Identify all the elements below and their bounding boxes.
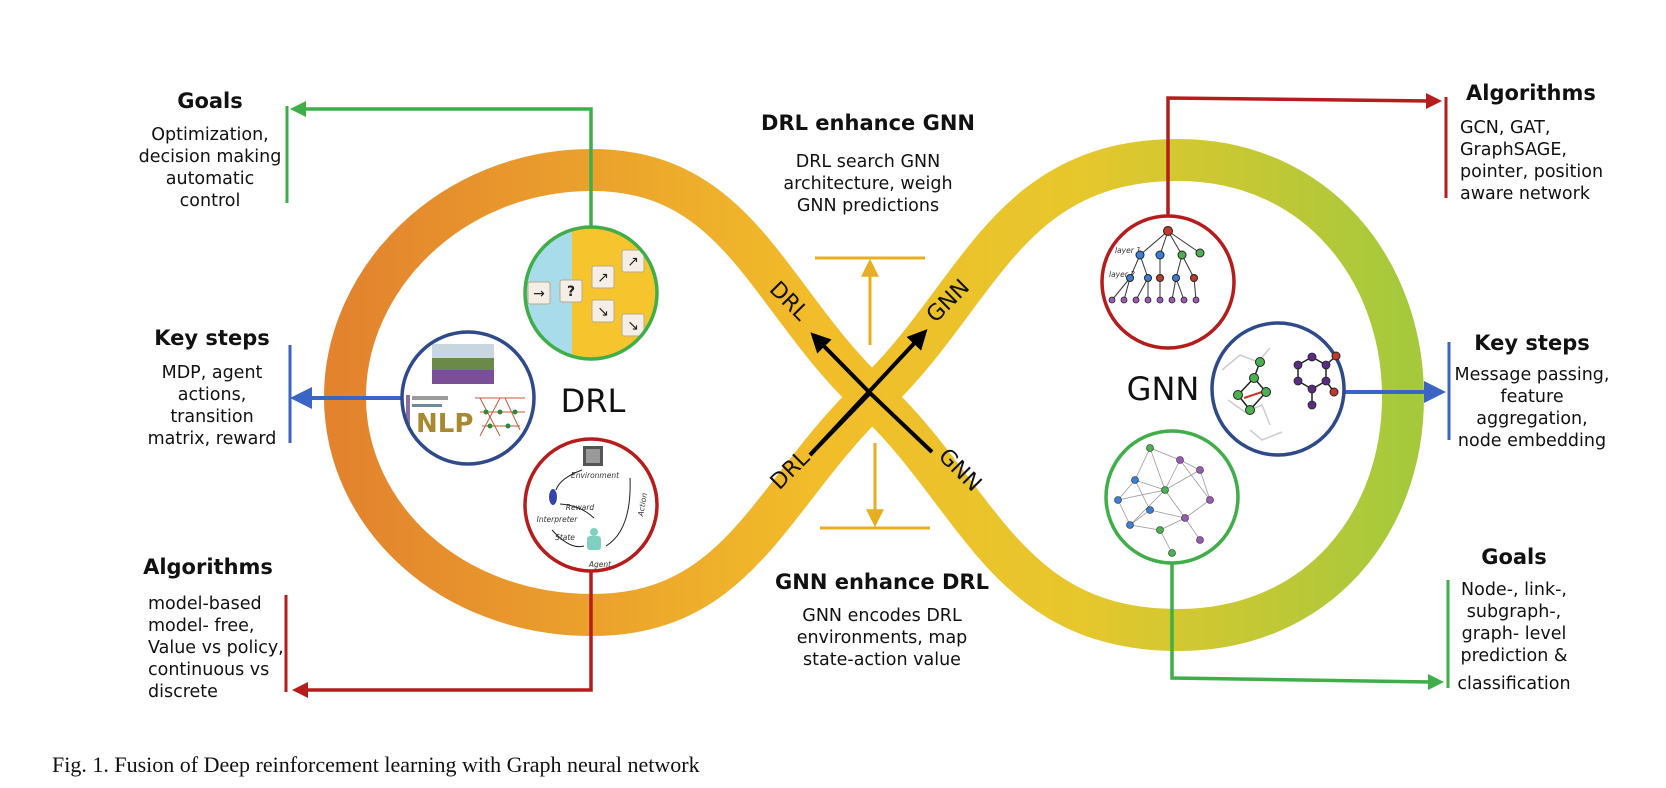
gnn-goals-line-4: prediction & <box>1460 646 1567 666</box>
gnn-algorithms-connector <box>1166 96 1431 216</box>
nlp-word: NLP <box>416 409 473 439</box>
env-label-agent: Agent <box>588 560 612 569</box>
drl-algorithms-line-5: discrete <box>148 682 218 702</box>
center-bottom-line-2: environments, map <box>797 628 968 648</box>
drl-algorithms-connector <box>302 572 593 692</box>
gnn-algorithms-arrowhead <box>1426 93 1442 109</box>
gnn-keysteps-line-1: Message passing, <box>1455 365 1610 385</box>
drl-keysteps-line-4: matrix, reward <box>148 429 277 449</box>
drl-goals-arrowhead <box>290 101 306 117</box>
center-top-line-2: architecture, weigh <box>783 174 952 194</box>
gnn-goals-arrowhead <box>1428 674 1444 690</box>
drl-keysteps-line-3: transition <box>170 407 253 427</box>
gnn-keysteps-line-4: node embedding <box>1458 431 1606 451</box>
drl-algorithms-line-4: continuous vs <box>148 660 269 680</box>
drl-image-nlp-collage: NLP <box>400 330 536 466</box>
env-label-action: Action <box>636 492 649 518</box>
center-top-title: DRL enhance GNN <box>761 111 975 135</box>
drl-goals-line-3: automatic <box>166 169 255 189</box>
drl-goals-title: Goals <box>177 89 243 113</box>
tree-label-layer2: layer 2 <box>1109 270 1135 279</box>
gnn-goals-line-3: graph- level <box>1462 624 1567 644</box>
gnn-keysteps-line-3: aggregation, <box>1476 409 1587 429</box>
gnn-algorithms-line-3: pointer, position <box>1460 162 1603 182</box>
line-drl-lower <box>808 391 872 457</box>
gnn-image-layered-tree: layer 1 layer 2 <box>1100 214 1236 350</box>
svg-text:↗: ↗ <box>627 254 639 270</box>
svg-text:↘: ↘ <box>627 318 639 334</box>
gnn-goals-line-2: subgraph-, <box>1467 602 1561 622</box>
drl-goals-line-4: control <box>180 191 241 211</box>
drl-keysteps-line-1: MDP, agent <box>162 363 263 383</box>
svg-text:↘: ↘ <box>597 304 609 320</box>
figure-caption: Fig. 1. Fusion of Deep reinforcement lea… <box>52 752 700 777</box>
line-gnn-lower <box>868 391 934 454</box>
center-bottom-title: GNN enhance DRL <box>775 570 989 594</box>
drl-keysteps-arrowhead <box>290 387 312 409</box>
env-label-interpreter: Interpreter <box>537 515 579 524</box>
drl-algorithms-line-2: model- free, <box>148 616 254 636</box>
drl-image-rl-loop: Environment Reward Interpreter State Age… <box>523 437 659 573</box>
drl-goals-line-2: decision making <box>139 147 282 167</box>
center-top-line-3: GNN predictions <box>797 196 939 216</box>
tree-label-layer1: layer 1 <box>1115 246 1141 255</box>
gnn-goals-connector <box>1170 563 1433 684</box>
drl-goals-line-1: Optimization, <box>151 125 269 145</box>
center-bottom-line-3: state-action value <box>803 650 961 670</box>
gnn-keysteps-title: Key steps <box>1474 331 1589 355</box>
drl-goals-connector <box>294 107 593 227</box>
arrow-drl-upper <box>810 332 872 395</box>
svg-text:→: → <box>533 286 545 302</box>
env-label-reward: Reward <box>566 503 595 512</box>
drl-image-arrow-blocks: → ? ↗ ↗ ↘ ↘ <box>523 225 659 361</box>
drl-keysteps-line-2: actions, <box>178 385 247 405</box>
gnn-image-network-graph <box>1104 429 1240 565</box>
gnn-algorithms-line-2: GraphSAGE, <box>1460 140 1567 160</box>
gnn-keysteps-arrowhead <box>1424 381 1446 403</box>
svg-text:↗: ↗ <box>597 270 609 286</box>
env-label-environment: Environment <box>571 471 620 480</box>
drl-big-label: DRL <box>561 382 626 420</box>
gnn-algorithms-title: Algorithms <box>1466 81 1596 105</box>
center-top-line-1: DRL search GNN <box>796 152 940 172</box>
drl-algorithms-line-3: Value vs policy, <box>148 638 284 658</box>
center-bottom-line-1: GNN encodes DRL <box>802 606 962 626</box>
gnn-goals-line-1: Node-, link-, <box>1461 580 1567 600</box>
gnn-algorithms-line-1: GCN, GAT, <box>1460 118 1550 138</box>
drl-algorithms-line-1: model-based <box>148 594 262 614</box>
drl-algorithms-title: Algorithms <box>143 555 273 579</box>
drl-algorithms-arrowhead <box>292 682 308 698</box>
gnn-image-message-passing <box>1210 321 1346 457</box>
gnn-goals-title: Goals <box>1481 545 1547 569</box>
gnn-big-label: GNN <box>1127 370 1200 408</box>
gnn-algorithms-line-4: aware network <box>1460 184 1591 204</box>
env-label-state: State <box>555 533 575 542</box>
gnn-goals-line-5: classification <box>1457 674 1570 694</box>
gnn-keysteps-line-2: feature <box>1500 387 1563 407</box>
svg-text:?: ? <box>567 284 575 300</box>
drl-keysteps-title: Key steps <box>154 326 269 350</box>
